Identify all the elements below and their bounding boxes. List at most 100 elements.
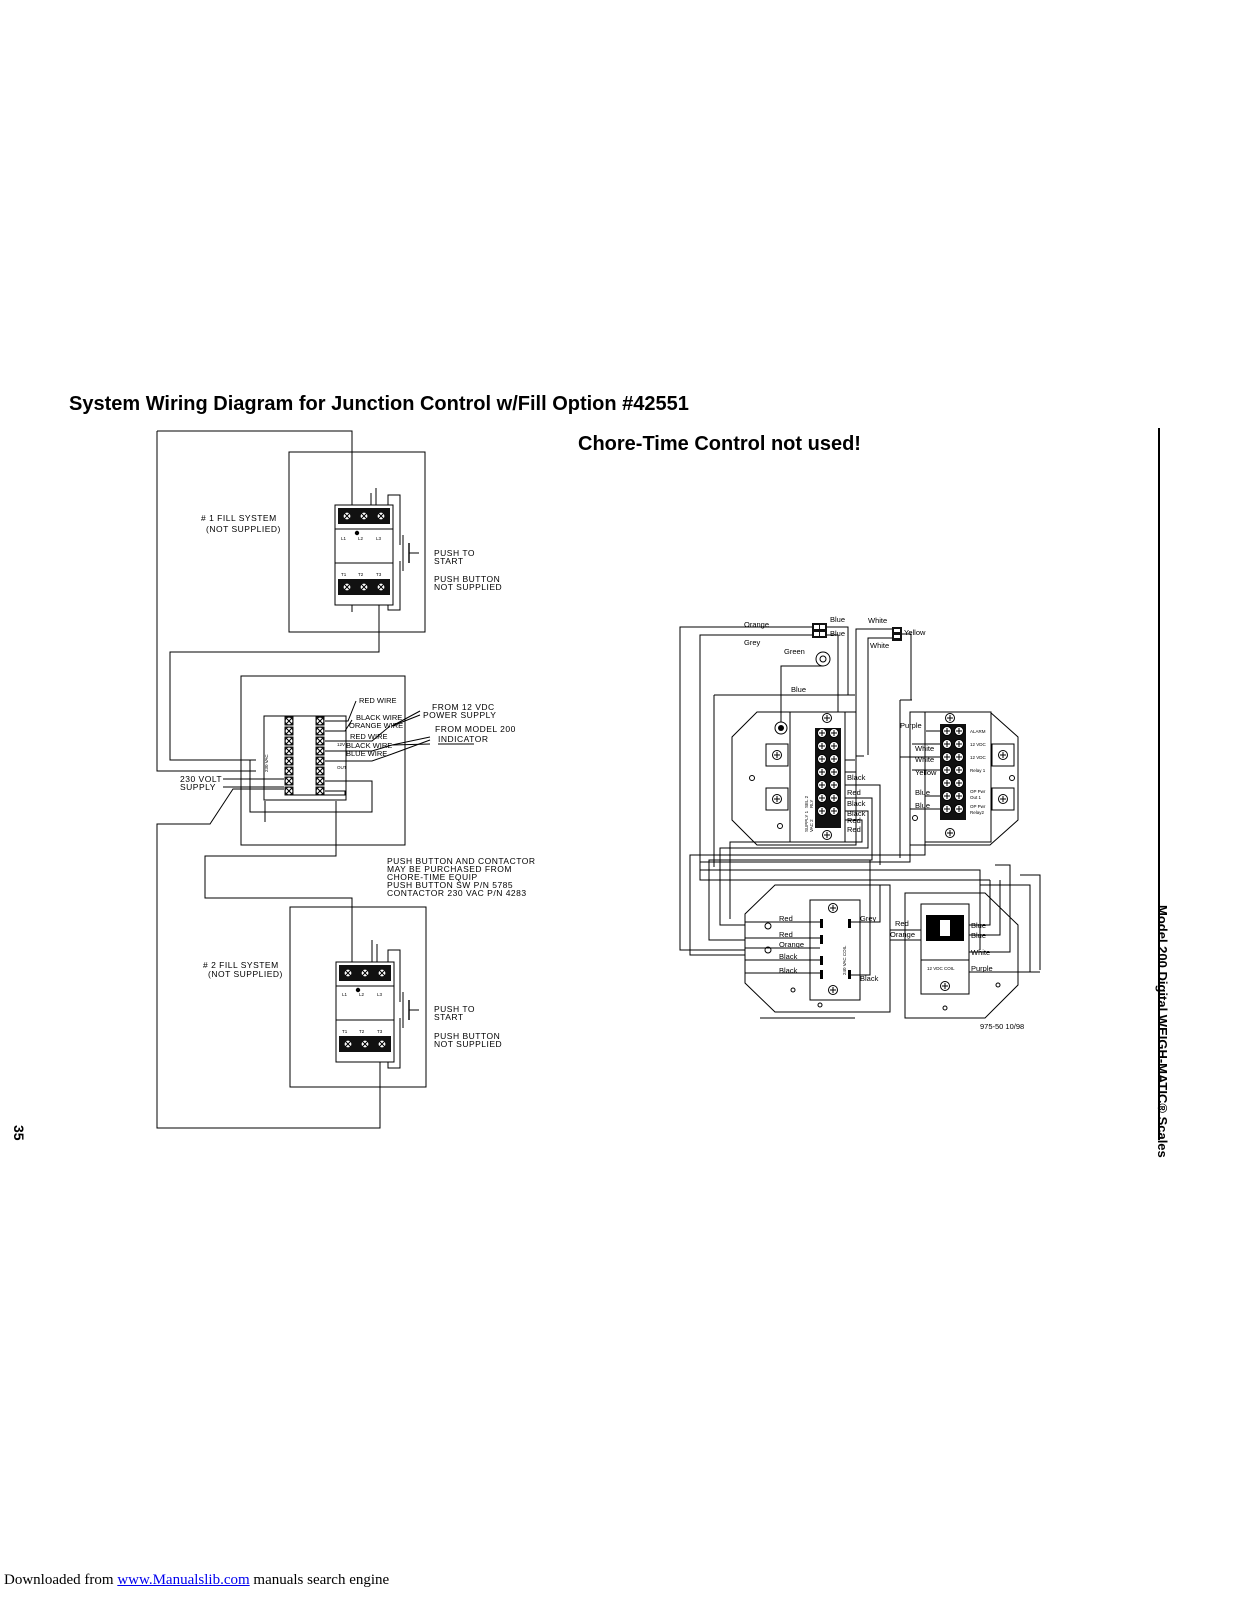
- fill2-contactor: [336, 962, 394, 1062]
- br-wire-white: White: [971, 948, 990, 957]
- push-button-ns-2b: NOT SUPPLIED: [434, 1039, 502, 1049]
- c2-l1: L1: [342, 992, 348, 997]
- c1-l2: L2: [358, 536, 364, 541]
- bl-wire-red-2: Red: [779, 930, 793, 939]
- note-5: CONTACTOR 230 VAC P/N 4283: [387, 888, 527, 898]
- c1-l1: L1: [341, 536, 347, 541]
- tb-left-label-3: SUPPLY 1: [804, 810, 809, 832]
- wire-label-4: RED WIRE: [350, 732, 388, 741]
- coil-240-label: 240 VAC COIL: [842, 945, 847, 975]
- wire-purple-1: Purple: [900, 721, 922, 730]
- note-2: MAY BE PURCHASED FROM: [387, 864, 512, 874]
- push-to-start-2b: START: [434, 1012, 464, 1022]
- wire-blue-4: Blue: [915, 788, 930, 797]
- footer: Downloaded from www.Manualslib.com manua…: [4, 1572, 389, 1589]
- tb-right-label-1: 12 VDC: [970, 742, 987, 747]
- fill2-label-2: (NOT SUPPLIED): [208, 969, 283, 979]
- wire-white-2: White: [870, 641, 889, 650]
- from-12vdc-1: FROM 12 VDC: [432, 702, 495, 712]
- left-wiring-diagram: 230 VAC 12V OUT L1 L2: [156, 430, 535, 1129]
- footer-link[interactable]: www.Manualslib.com: [117, 1572, 250, 1588]
- from-model200-1: FROM MODEL 200: [435, 724, 516, 734]
- c1-l3: L3: [376, 536, 382, 541]
- tb-right-label-5: Out 1: [970, 795, 982, 800]
- coil12-box-outline: [904, 892, 1019, 1019]
- side-divider: [1158, 428, 1160, 1140]
- wire-orange: Orange: [744, 620, 769, 629]
- push-to-start-1b: START: [434, 556, 464, 566]
- note-3: CHORE-TIME EQUIP: [387, 872, 478, 882]
- push-to-start-1a: PUSH TO: [434, 548, 475, 558]
- wire-grey: Grey: [744, 638, 761, 647]
- page-subtitle: Chore-Time Control not used!: [578, 433, 861, 455]
- c1-t1: T1: [341, 572, 347, 577]
- c2-t3: T3: [377, 1029, 383, 1034]
- push-to-start-2a: PUSH TO: [434, 1004, 475, 1014]
- wire-white-3: White: [915, 744, 934, 753]
- wire-blue-3: Blue: [791, 685, 806, 694]
- tb-right-label-6: OP Pwr: [970, 804, 986, 809]
- c1-t2: T2: [358, 572, 364, 577]
- wire-label-2: BLACK WIRE: [356, 713, 402, 722]
- tb-wire-black-3: Black: [847, 809, 866, 818]
- wire-blue-5: Blue: [915, 801, 930, 810]
- c2-t2: T2: [359, 1029, 365, 1034]
- wire-green: Green: [784, 647, 805, 656]
- note-4: PUSH BUTTON SW P/N 5785: [387, 880, 513, 890]
- fill1-label-2: (NOT SUPPLIED): [206, 524, 281, 534]
- wire-orange-2: Orange: [890, 930, 915, 939]
- fill1-label-1: # 1 FILL SYSTEM: [201, 513, 277, 523]
- wire-black-3: Black: [860, 974, 879, 983]
- tb-right-label-0: ALARM: [970, 729, 986, 734]
- svg-text:OUT: OUT: [337, 765, 347, 770]
- c2-t1: T1: [342, 1029, 348, 1034]
- page-title: System Wiring Diagram for Junction Contr…: [69, 393, 689, 415]
- fill2-label-1: # 2 FILL SYSTEM: [203, 960, 279, 970]
- push-button-ns-1b: NOT SUPPLIED: [434, 582, 502, 592]
- footer-prefix: Downloaded from: [4, 1572, 118, 1588]
- push-button-ns-2a: PUSH BUTTON: [434, 1031, 500, 1041]
- tb-left-label-1: SEL 2: [804, 795, 809, 808]
- bl-wire-red-1: Red: [779, 914, 793, 923]
- wire-white-4: White: [915, 755, 934, 764]
- fill1-contactor: [335, 505, 393, 605]
- wire-yellow-1: Yellow: [904, 628, 926, 637]
- wire-blue-1: Blue: [830, 615, 845, 624]
- bl-wire-black-1: Black: [779, 952, 798, 961]
- wire-label-1: RED WIRE: [359, 696, 397, 705]
- wire-white-1: White: [868, 616, 887, 625]
- tb-left-label-0: RLY: [809, 800, 814, 808]
- wire-label-5: BLACK WIRE: [346, 741, 392, 750]
- footer-suffix: manuals search engine: [249, 1572, 390, 1588]
- right-wiring-diagram: RLY SEL 2 VAC 2 SUPPLY 1 ALARM 12 VDC 12…: [679, 615, 1041, 1031]
- tb-wire-black-2: Black: [847, 799, 866, 808]
- relay-terminal-strip: [940, 713, 966, 838]
- tb-right-label-7: Relay2: [970, 810, 985, 815]
- tb-wire-red-2: Red: [847, 816, 861, 825]
- bl-wire-black-2: Black: [779, 966, 798, 975]
- tb-wire-red-1: Red: [847, 788, 861, 797]
- from-model200-2: INDICATOR: [438, 734, 488, 744]
- volt230-1: 230 VOLT: [180, 774, 222, 784]
- coil240-box-outline: [744, 884, 891, 1013]
- svg-text:230 VAC: 230 VAC: [264, 754, 269, 772]
- fill2-push-button: [402, 991, 420, 1029]
- wire-red-3: Red: [895, 919, 909, 928]
- c2-l2: L2: [359, 992, 365, 997]
- tb-right-label-2: 12 VDC: [970, 755, 987, 760]
- br-wire-purple: Purple: [971, 964, 993, 973]
- fill1-push-button: [402, 534, 420, 572]
- coil-12-label: 12 VDC COIL: [927, 966, 955, 971]
- svg-text:12V: 12V: [337, 742, 345, 747]
- volt230-2: SUPPLY: [180, 782, 216, 792]
- push-button-ns-1a: PUSH BUTTON: [434, 574, 500, 584]
- c2-l3: L3: [377, 992, 383, 997]
- wire-grey-2: Grey: [860, 914, 877, 923]
- wire-label-3: ORANGE WIRE: [349, 721, 403, 730]
- drawing-number: 975-50 10/98: [980, 1022, 1024, 1031]
- wire-yellow-2: Yellow: [915, 768, 937, 777]
- tb-wire-red-3: Red: [847, 825, 861, 834]
- bl-wire-orange: Orange: [779, 940, 804, 949]
- tb-wire-black-1: Black: [847, 773, 866, 782]
